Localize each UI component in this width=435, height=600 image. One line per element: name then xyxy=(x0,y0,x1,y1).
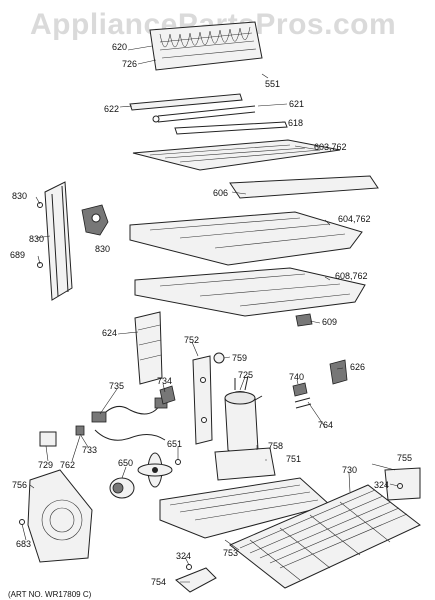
tray-604 xyxy=(129,211,363,266)
part-labels: 620 726 551 622 621 618 603,762 606 830 … xyxy=(8,42,412,599)
duct-624 xyxy=(134,311,163,385)
label-729: 729 xyxy=(38,460,53,470)
clip-764 xyxy=(294,397,312,409)
bracket-752 xyxy=(192,355,213,445)
label-618: 618 xyxy=(288,118,303,128)
relay-734 xyxy=(159,385,176,405)
label-740: 740 xyxy=(289,372,304,382)
heater-rod xyxy=(152,105,288,135)
label-606: 606 xyxy=(213,188,228,198)
label-758: 758 xyxy=(268,441,283,451)
tray-608 xyxy=(134,267,366,317)
label-725: 725 xyxy=(238,370,253,380)
connector-733 xyxy=(75,425,85,436)
clip-609 xyxy=(295,313,313,327)
label-752: 752 xyxy=(184,335,199,345)
fan-motor xyxy=(109,477,135,499)
label-730: 730 xyxy=(342,465,357,475)
label-764: 764 xyxy=(318,420,333,430)
overload-740 xyxy=(292,382,308,397)
screw-324-bottom xyxy=(186,564,192,570)
base-pan xyxy=(159,477,332,539)
label-762: 762 xyxy=(60,460,75,470)
fan-blade xyxy=(137,452,173,488)
label-733: 733 xyxy=(82,445,97,455)
label-689: 689 xyxy=(10,250,25,260)
label-626: 626 xyxy=(350,362,365,372)
label-683: 683 xyxy=(16,539,31,549)
bracket-755 xyxy=(384,467,421,501)
label-830-mid: 830 xyxy=(29,234,44,244)
shelf-603 xyxy=(132,139,341,171)
condenser-coil xyxy=(149,21,263,71)
bracket-754 xyxy=(175,567,217,593)
label-726: 726 xyxy=(122,59,137,69)
label-734: 734 xyxy=(157,376,172,386)
label-830-damper: 830 xyxy=(95,244,110,254)
label-609: 609 xyxy=(322,317,337,327)
label-735: 735 xyxy=(109,381,124,391)
label-622: 622 xyxy=(104,104,119,114)
screw-830 xyxy=(37,202,43,208)
motor-base xyxy=(214,447,276,481)
label-650: 650 xyxy=(118,458,133,468)
capacitor-729 xyxy=(39,431,57,447)
fan-shroud xyxy=(27,469,93,563)
art-number: (ART NO. WR17809 C) xyxy=(8,590,92,599)
screw-689 xyxy=(37,262,43,268)
screw-683 xyxy=(19,519,25,525)
label-755: 755 xyxy=(397,453,412,463)
label-620: 620 xyxy=(112,42,127,52)
label-608-762: 608,762 xyxy=(335,271,368,281)
sensor-626 xyxy=(329,359,348,385)
label-751: 751 xyxy=(286,454,301,464)
label-551: 551 xyxy=(265,79,280,89)
drain-trough xyxy=(129,93,243,111)
label-324-right: 324 xyxy=(374,480,389,490)
label-830-top: 830 xyxy=(12,191,27,201)
label-624: 624 xyxy=(102,328,117,338)
label-603-762: 603,762 xyxy=(314,142,347,152)
label-754: 754 xyxy=(151,577,166,587)
label-759: 759 xyxy=(232,353,247,363)
label-604-762: 604,762 xyxy=(338,214,371,224)
screw-651 xyxy=(175,459,181,465)
side-panel-830 xyxy=(44,181,73,301)
label-756: 756 xyxy=(12,480,27,490)
compressor xyxy=(224,375,263,456)
channel-606 xyxy=(229,175,379,199)
label-621: 621 xyxy=(289,99,304,109)
condenser-730 xyxy=(229,484,421,589)
label-753: 753 xyxy=(223,548,238,558)
damper-control xyxy=(81,204,109,236)
leader-lines xyxy=(21,45,399,583)
label-324-bottom: 324 xyxy=(176,551,191,561)
grommet-759 xyxy=(213,352,225,364)
label-651: 651 xyxy=(167,439,182,449)
wiring-harness xyxy=(91,397,168,441)
